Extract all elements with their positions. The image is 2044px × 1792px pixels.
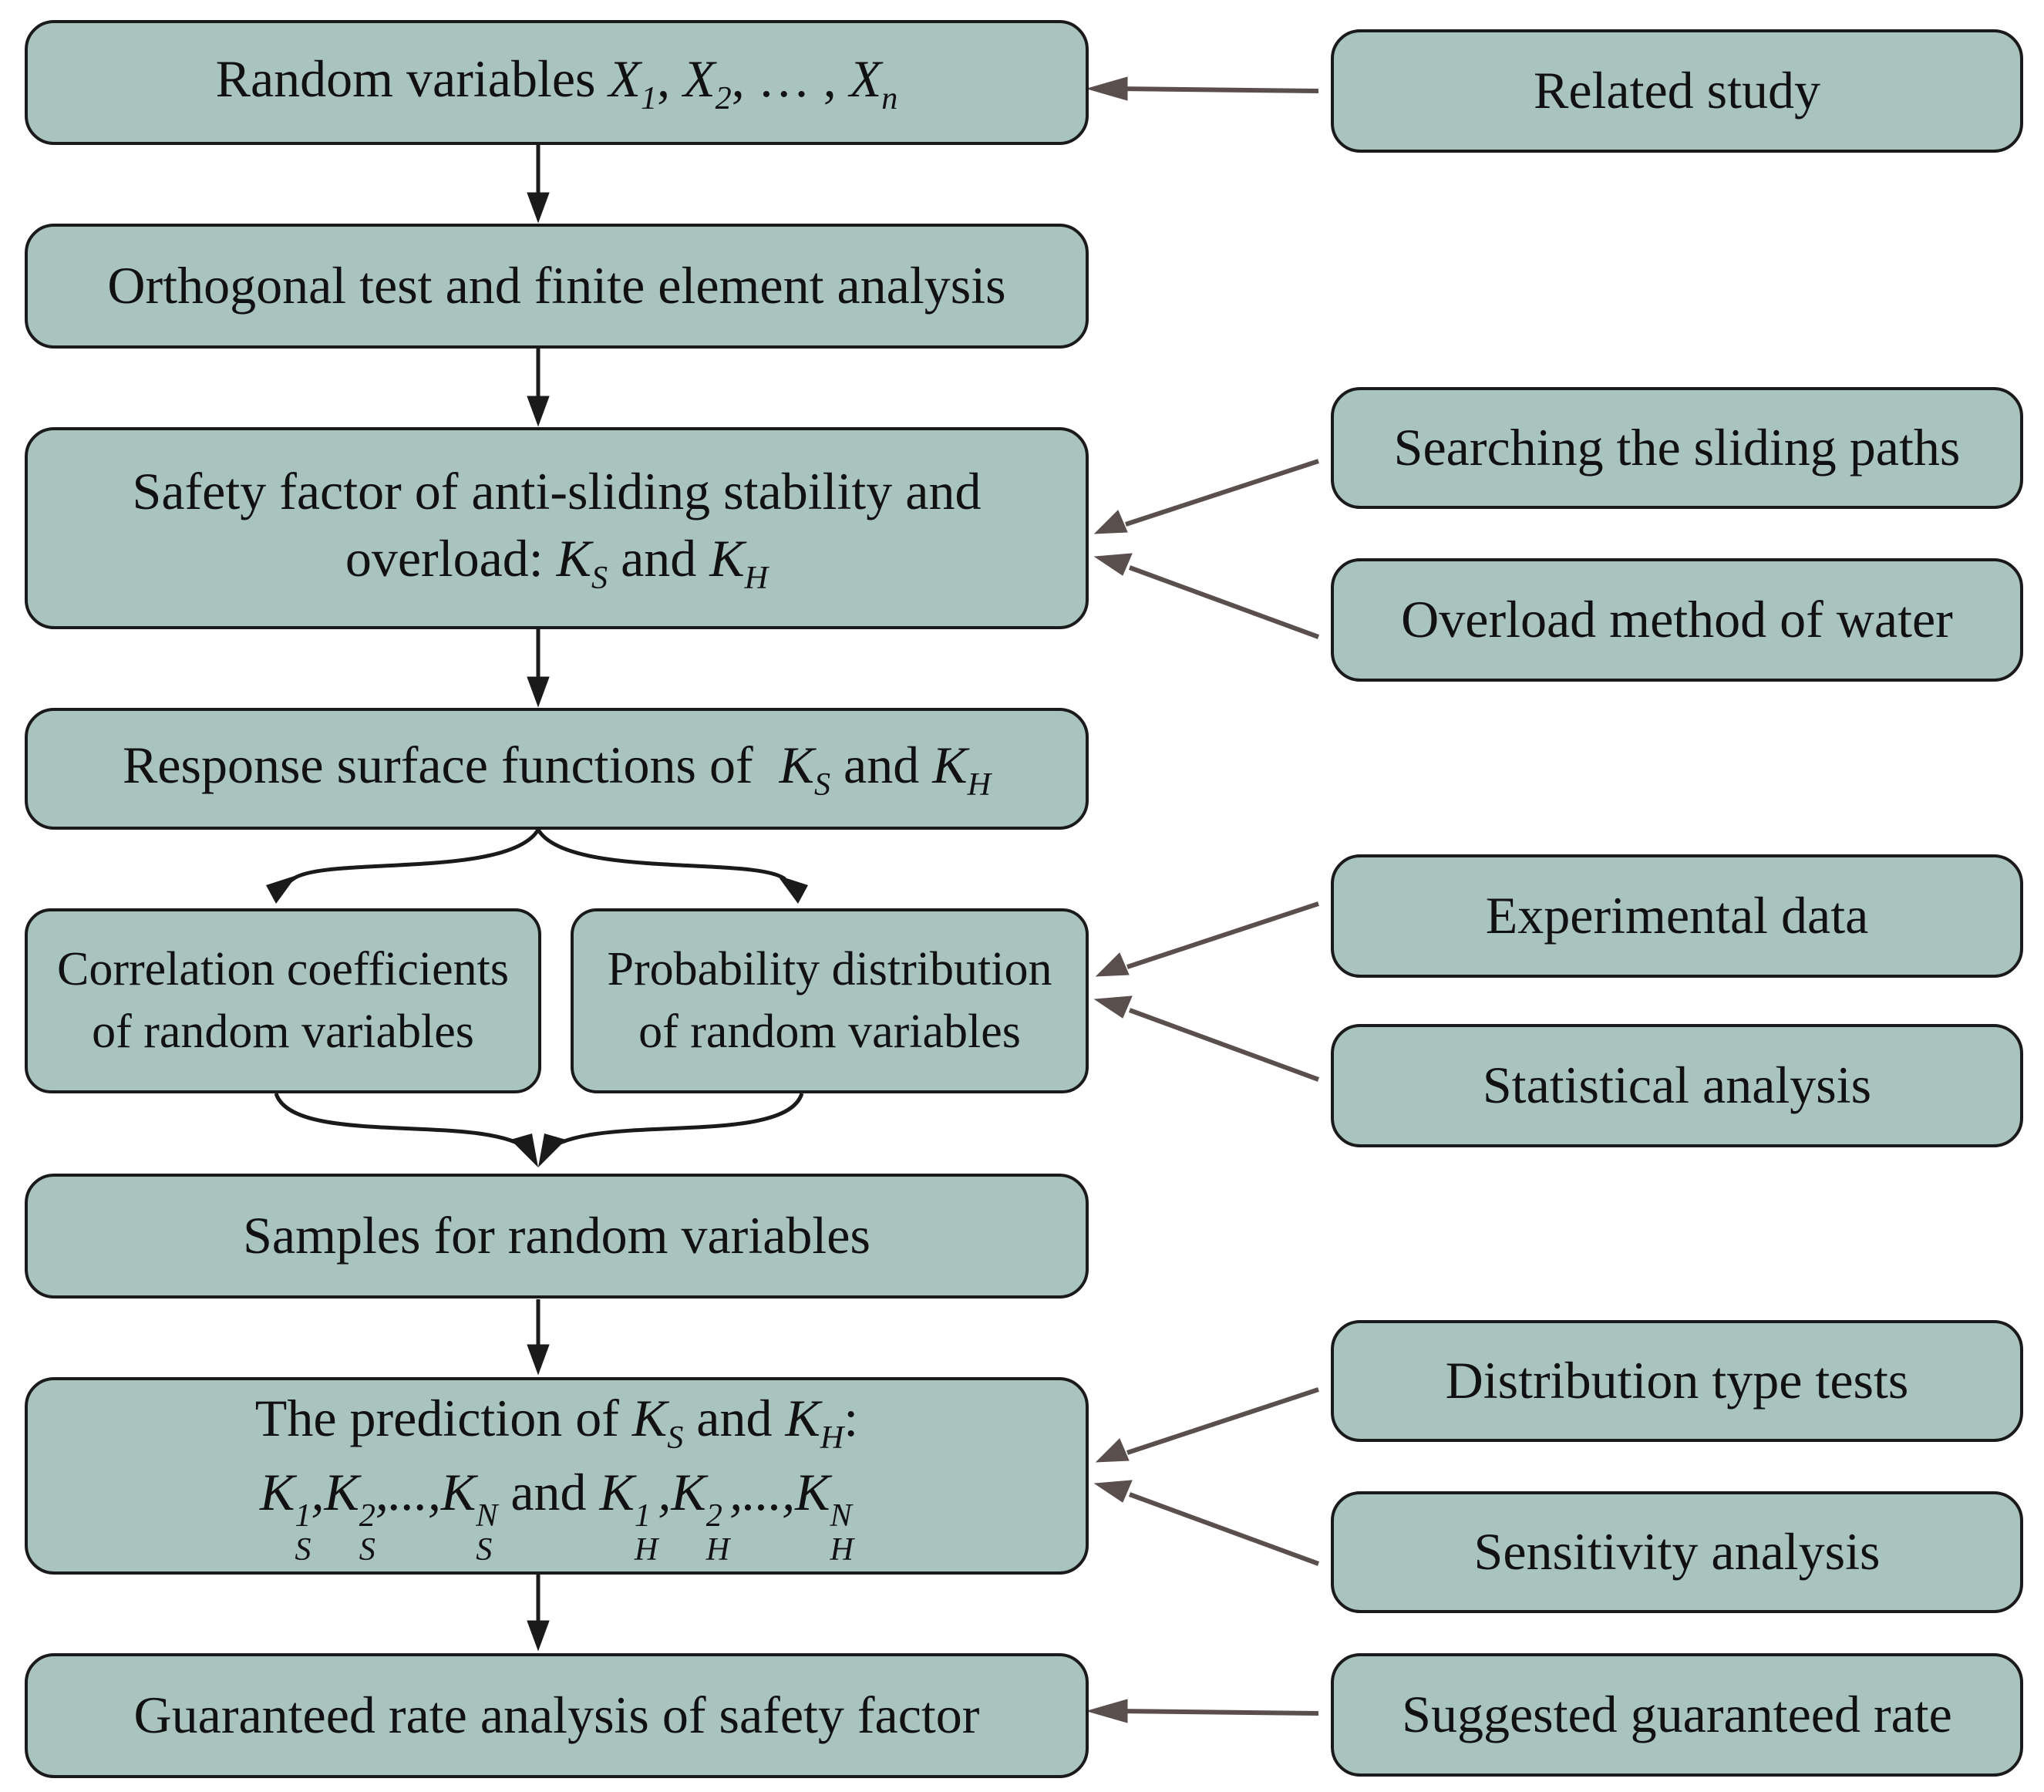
correlation-line1: Correlation coefficients [57, 943, 509, 996]
prediction-line1: The prediction of KS and KH: [254, 1388, 859, 1456]
samples-box: Samples for random variables [25, 1174, 1089, 1299]
random-variables-box: Random variables X1, X2, … , Xn [25, 20, 1089, 145]
random-variables-text: Random variables X1, X2, … , Xn [215, 49, 898, 117]
response-surface-text: Response surface functions of KS and KH [122, 736, 992, 803]
guaranteed-rate-text: Guaranteed rate analysis of safety facto… [133, 1686, 980, 1745]
overload-method-box: Overload method of water [1331, 558, 2023, 682]
correlation-coefficients-box: Correlation coefficients of random varia… [25, 908, 541, 1093]
safety-factor-box: Safety factor of anti-sliding stability … [25, 427, 1089, 629]
orthogonal-test-box: Orthogonal test and finite element analy… [25, 224, 1089, 349]
guaranteed-rate-box: Guaranteed rate analysis of safety facto… [25, 1653, 1089, 1778]
sensitivity-analysis-box: Sensitivity analysis [1331, 1491, 2023, 1613]
probability-line1: Probability distribution [607, 943, 1052, 996]
probability-distribution-box: Probability distribution of random varia… [571, 908, 1089, 1093]
correlation-line2: of random variables [92, 1005, 474, 1058]
side-arrows [1086, 76, 1320, 1723]
response-surface-box: Response surface functions of KS and KH [25, 708, 1089, 830]
suggested-guaranteed-rate-box: Suggested guaranteed rate [1331, 1653, 2023, 1777]
safety-factor-line1: Safety factor of anti-sliding stability … [132, 461, 982, 520]
searching-sliding-paths-box: Searching the sliding paths [1331, 387, 2023, 509]
orthogonal-test-text: Orthogonal test and finite element analy… [107, 256, 1006, 315]
probability-line2: of random variables [638, 1005, 1021, 1058]
related-study-box: Related study [1331, 29, 2023, 153]
samples-text: Samples for random variables [243, 1206, 870, 1265]
experimental-data-box: Experimental data [1331, 854, 2023, 978]
safety-factor-line2: overload: KS and KH [345, 528, 769, 596]
statistical-analysis-box: Statistical analysis [1331, 1024, 2023, 1147]
distribution-type-tests-box: Distribution type tests [1331, 1320, 2023, 1442]
